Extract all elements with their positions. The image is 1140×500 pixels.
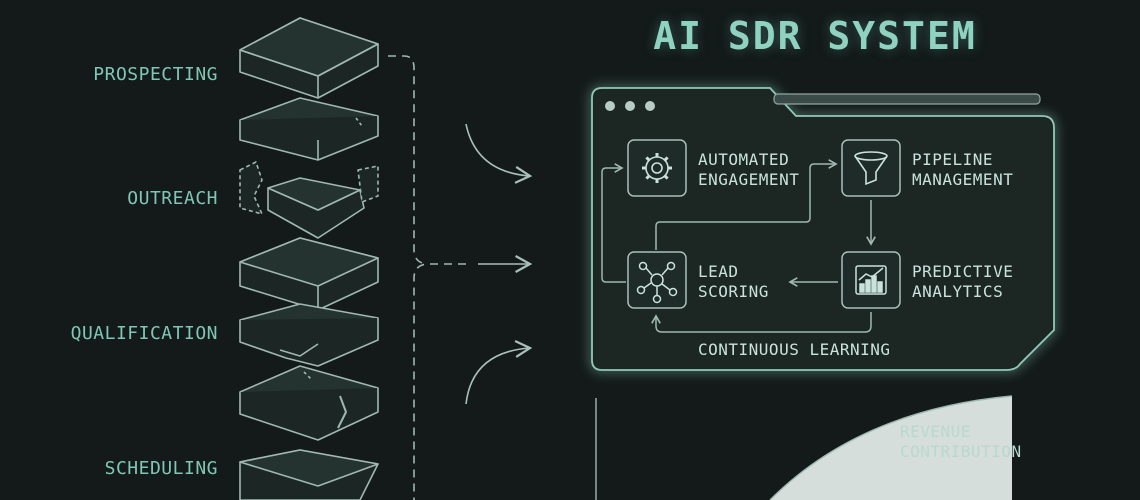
network-icon <box>636 261 678 304</box>
revenue-curve <box>770 396 1012 500</box>
pipeline-label: PIPELINE MANAGEMENT <box>912 150 1013 190</box>
flow-arrows <box>601 159 876 333</box>
engagement-label-line1: AUTOMATED <box>698 150 790 169</box>
input-arrows <box>465 123 533 405</box>
engagement-label: AUTOMATED ENGAGEMENT <box>698 150 799 190</box>
analytics-label: PREDICTIVE ANALYTICS <box>912 262 1013 302</box>
pipeline-icon-box <box>841 139 901 197</box>
bar-chart-icon <box>855 265 887 295</box>
funnel-icon <box>854 151 888 186</box>
revenue-label-line2: CONTRIBUTION <box>900 442 1022 461</box>
window-dot-2 <box>625 101 635 111</box>
window-dot-1 <box>605 101 615 111</box>
lead-label-line1: LEAD <box>698 262 739 281</box>
lead-label-line2: SCORING <box>698 282 769 301</box>
analytics-icon-box <box>841 251 901 309</box>
stage-label-qualification: QUALIFICATION <box>70 323 218 344</box>
block-qualification-top <box>239 237 379 311</box>
continuous-learning-label: CONTINUOUS LEARNING <box>698 340 891 359</box>
gear-icon <box>642 153 672 183</box>
stage-label-scheduling: SCHEDULING <box>104 458 218 479</box>
dashed-bracket <box>388 55 470 500</box>
stage-label-prospecting: PROSPECTING <box>93 64 218 85</box>
pipeline-label-line1: PIPELINE <box>912 150 994 169</box>
block-scheduling-bottom <box>239 449 379 500</box>
analytics-label-line1: PREDICTIVE <box>912 262 1014 281</box>
window-dot-3 <box>645 101 655 111</box>
revenue-label: REVENUE CONTRIBUTION <box>900 422 1022 462</box>
analytics-label-line2: ANALYTICS <box>912 282 1004 301</box>
lead-label: LEAD SCORING <box>698 262 769 302</box>
window-title-bar <box>773 93 1041 105</box>
block-prospecting-top <box>239 17 379 99</box>
stage-label-outreach: OUTREACH <box>127 188 218 209</box>
block-outreach <box>239 161 379 239</box>
revenue-label-line1: REVENUE <box>900 422 971 441</box>
engagement-label-line2: ENGAGEMENT <box>698 170 800 189</box>
block-stack <box>239 17 379 500</box>
block-prospecting-bottom <box>239 97 379 161</box>
block-qualification-bottom <box>239 303 379 367</box>
revenue-panel <box>595 395 1013 500</box>
block-scheduling-top <box>239 365 379 441</box>
system-panel <box>591 87 1055 371</box>
page-title: AI SDR SYSTEM <box>653 14 977 58</box>
engagement-icon-box <box>627 139 687 197</box>
lead-icon-box <box>627 251 687 309</box>
pipeline-label-line2: MANAGEMENT <box>912 170 1014 189</box>
